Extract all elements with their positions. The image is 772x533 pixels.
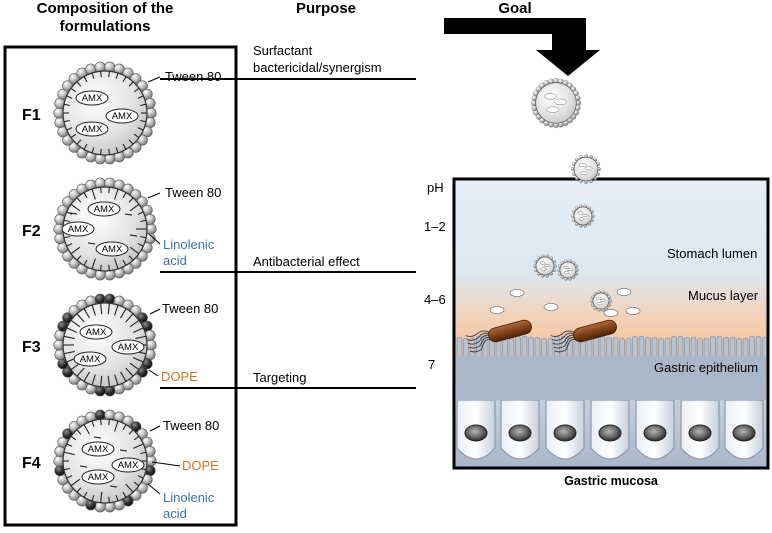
dope-label: DOPE <box>161 369 198 384</box>
formulation-label-f3: F3 <box>22 339 41 356</box>
amx-label: AMX <box>94 204 115 215</box>
amx-label: AMX <box>88 444 109 455</box>
purpose-antibacterial: Antibacterial effect <box>253 254 360 269</box>
ph-epithelium: 7 <box>428 357 435 372</box>
free-amx <box>603 309 619 317</box>
microvilli <box>456 335 768 400</box>
amx-label: AMX <box>80 354 101 365</box>
mini-liposome <box>557 259 579 281</box>
mini-liposome <box>590 290 612 312</box>
tween-80-label: Tween 80 <box>165 185 221 200</box>
purpose-targeting: Targeting <box>253 370 306 385</box>
formulation-label-f1: F1 <box>22 107 41 124</box>
free-amx <box>616 288 632 296</box>
purpose-divider-lines <box>160 78 416 389</box>
liposome-f2 <box>53 177 157 281</box>
mucus-layer-label: Mucus layer <box>688 288 759 303</box>
amx-label: AMX <box>82 93 103 104</box>
bacteria <box>465 319 617 353</box>
amx-drug-molecules <box>61 90 145 485</box>
ph-mucus: 4–6 <box>424 292 446 307</box>
amx-label: AMX <box>88 472 109 483</box>
linolenic-acid-label-line2: acid <box>163 253 187 268</box>
purpose-surfactant-line2: bactericidal/synergism <box>253 60 382 75</box>
ph-title: pH <box>427 180 444 195</box>
mini-liposome <box>530 77 582 129</box>
linolenic-acid-label-line2: acid <box>163 506 187 521</box>
liposome-f1 <box>53 61 157 165</box>
free-amx <box>489 306 505 314</box>
amx-label: AMX <box>118 342 139 353</box>
component-leader-lines <box>147 76 181 495</box>
mini-liposome <box>571 204 595 228</box>
gastric-mucosa-caption: Gastric mucosa <box>564 474 659 488</box>
stomach-frame <box>452 177 770 470</box>
mini-liposome <box>571 154 601 184</box>
formulations-frame <box>3 45 238 527</box>
gastric-epithelium-label: Gastric epithelium <box>654 360 758 375</box>
stomach-lumen-label: Stomach lumen <box>667 246 757 261</box>
liposome-f3 <box>53 293 157 397</box>
amx-label: AMX <box>118 460 139 471</box>
amx-label: AMX <box>112 111 133 122</box>
composition-header-line2: formulations <box>60 18 151 35</box>
linolenic-acid-label: Linolenic <box>163 490 215 505</box>
formulation-label-f4: F4 <box>22 455 41 472</box>
formulation-label-f2: F2 <box>22 223 41 240</box>
tween-80-label: Tween 80 <box>163 418 219 433</box>
tween-80-label: Tween 80 <box>165 69 221 84</box>
linolenic-acid-label: Linolenic <box>163 237 215 252</box>
epithelial-cells <box>456 399 764 460</box>
free-amx <box>543 303 559 311</box>
dope-label: DOPE <box>182 458 219 473</box>
composition-header: Composition of the <box>37 0 174 17</box>
amx-label: AMX <box>86 327 107 338</box>
released-amx <box>489 288 641 317</box>
ph-lumen: 1–2 <box>424 219 446 234</box>
goal-arrow-icon <box>444 18 600 76</box>
amx-label: AMX <box>68 224 89 235</box>
mini-liposome <box>533 254 557 278</box>
free-amx <box>625 307 641 315</box>
goal-header: Goal <box>498 0 531 17</box>
gastric-mucosa-panel <box>452 177 770 470</box>
purpose-surfactant: Surfactant <box>253 43 313 58</box>
purpose-header: Purpose <box>296 0 356 17</box>
liposome-f4 <box>53 409 157 513</box>
falling-liposomes <box>530 77 612 312</box>
amx-label: AMX <box>82 124 103 135</box>
free-amx <box>509 289 525 297</box>
tween-80-label: Tween 80 <box>162 301 218 316</box>
amx-label: AMX <box>102 244 123 255</box>
